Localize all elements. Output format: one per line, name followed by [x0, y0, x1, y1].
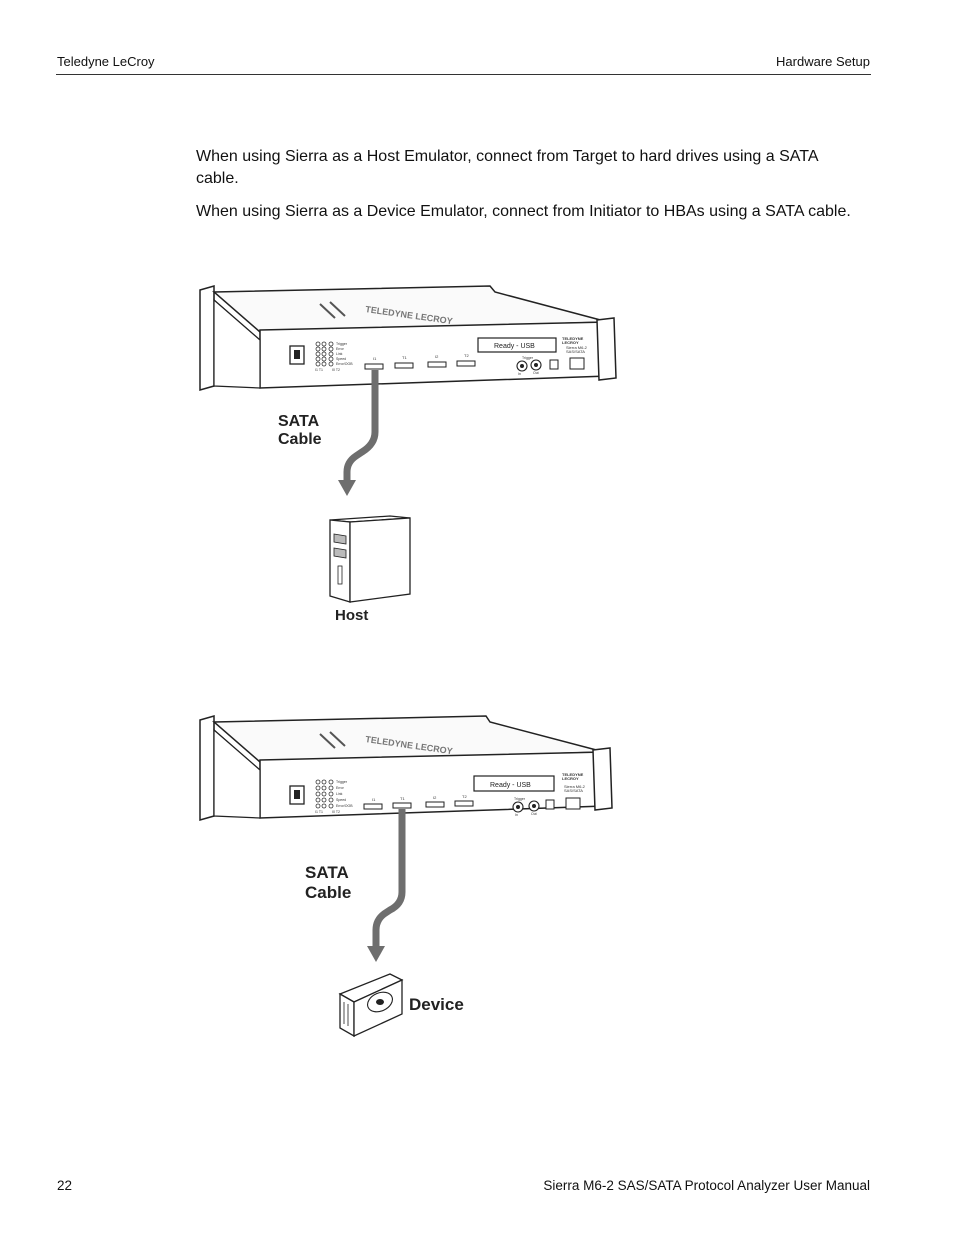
svg-text:Error/OOB: Error/OOB: [336, 362, 353, 366]
svg-text:LECROY: LECROY: [562, 340, 579, 345]
analyzer-unit: TELEDYNE LECROY Trigger Error Link Speed…: [199, 715, 613, 821]
cable-label-line2: Cable: [305, 883, 351, 902]
svg-text:Sierra M6-2: Sierra M6-2: [566, 345, 588, 350]
status-display: [477, 337, 557, 353]
svg-text:TELEDYNE: TELEDYNE: [562, 336, 584, 341]
host-computer-icon: [329, 515, 411, 603]
svg-text:Trigger: Trigger: [336, 342, 348, 346]
svg-text:In: In: [515, 813, 518, 817]
analyzer-unit: TELEDYNE LECROY Trigger Error Link Speed…: [199, 285, 617, 391]
svg-text:Trigger: Trigger: [336, 780, 348, 784]
figure-host-connection: TELEDYNE LECROY Trigger Error Link Speed…: [199, 285, 617, 624]
paragraph-host-emulator: When using Sierra as a Host Emulator, co…: [196, 148, 818, 187]
paragraph-device-emulator: When using Sierra as a Device Emulator, …: [196, 203, 851, 220]
svg-text:SAS/SATA: SAS/SATA: [564, 788, 583, 793]
port-i1: [363, 803, 383, 810]
svg-text:I1: I1: [373, 356, 377, 361]
svg-text:I2: I2: [435, 354, 439, 359]
header-left: Teledyne LeCroy: [57, 54, 155, 69]
header-rule: [56, 74, 871, 75]
svg-text:Ready - USB: Ready - USB: [490, 782, 531, 789]
svg-text:I1 T1: I1 T1: [315, 368, 323, 372]
cable-arrow: [367, 946, 385, 962]
svg-text:LECROY: LECROY: [562, 776, 579, 781]
svg-text:Link: Link: [336, 792, 343, 796]
cable-arrow: [338, 480, 356, 496]
svg-text:Sierra M6-2: Sierra M6-2: [564, 784, 586, 789]
ethernet-port: [565, 797, 581, 810]
ethernet-port: [569, 357, 585, 370]
cable-label-line2: Cable: [278, 431, 322, 448]
sata-cable: [372, 809, 406, 948]
svg-text:Error/OOB: Error/OOB: [336, 804, 353, 808]
cable-label-line1: SATA: [278, 413, 320, 430]
svg-text:Speed: Speed: [336, 357, 346, 361]
port-t1: [394, 362, 414, 369]
cable-label-line1: SATA: [305, 863, 349, 882]
svg-text:Speed: Speed: [336, 798, 346, 802]
svg-text:T1: T1: [400, 796, 405, 801]
svg-text:Trigger: Trigger: [522, 356, 534, 360]
svg-text:I0 T2: I0 T2: [332, 810, 340, 814]
page-number: 22: [57, 1178, 73, 1193]
port-t2: [456, 360, 476, 367]
port-i2: [425, 801, 445, 808]
svg-text:Trigger: Trigger: [514, 797, 526, 801]
svg-text:Link: Link: [336, 352, 343, 356]
svg-text:TELEDYNE: TELEDYNE: [562, 772, 584, 777]
svg-text:SAS/SATA: SAS/SATA: [566, 349, 585, 354]
header-right: Hardware Setup: [776, 54, 870, 69]
port-i2: [427, 361, 447, 368]
footer-title: Sierra M6-2 SAS/SATA Protocol Analyzer U…: [543, 1178, 870, 1193]
port-t1: [392, 802, 412, 809]
svg-text:I2: I2: [433, 795, 437, 800]
svg-text:I0 T2: I0 T2: [332, 368, 340, 372]
svg-text:Ready - USB: Ready - USB: [494, 343, 535, 350]
svg-text:Out: Out: [533, 371, 539, 375]
svg-text:Error: Error: [336, 786, 345, 790]
hard-drive-icon: [338, 973, 404, 1038]
svg-text:Error: Error: [336, 347, 345, 351]
usb-port: [549, 359, 559, 370]
device-label: Device: [409, 995, 464, 1014]
figure-device-connection: TELEDYNE LECROY Trigger Error Link Speed…: [199, 715, 613, 1038]
svg-text:In: In: [518, 372, 521, 376]
svg-text:I1: I1: [372, 797, 376, 802]
svg-text:I1 T1: I1 T1: [315, 810, 323, 814]
port-i1: [364, 363, 384, 370]
usb-port: [545, 799, 555, 810]
sata-cable: [343, 370, 379, 482]
svg-text:T2: T2: [462, 794, 467, 799]
svg-text:T2: T2: [464, 353, 469, 358]
host-label: Host: [335, 607, 368, 624]
status-display: [473, 775, 555, 792]
svg-text:T1: T1: [402, 355, 407, 360]
svg-text:Out: Out: [531, 812, 537, 816]
port-t2: [454, 800, 474, 807]
